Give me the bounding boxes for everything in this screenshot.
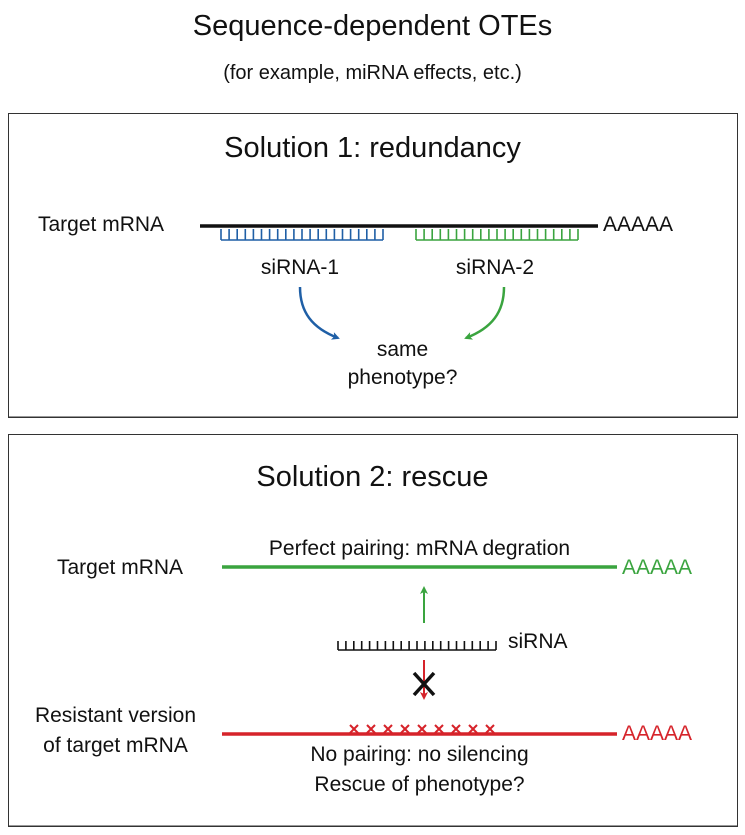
sirna2-to-phenotype-arrow (464, 286, 506, 340)
target-polya-label: AAAAA (622, 556, 693, 579)
figure-title: Sequence-dependent OTEs (192, 10, 553, 42)
blocked-x-icon (412, 671, 436, 697)
solution1-target-mrna-label: Target mRNA (38, 213, 165, 236)
mismatch-x-mark (400, 724, 410, 734)
sirna2-strand (415, 229, 579, 241)
solution1-heading: Solution 1: redundancy (224, 132, 521, 164)
solution1-polya-label: AAAAA (603, 213, 674, 236)
mismatch-x-mark (366, 724, 376, 734)
figure-subtitle: (for example, miRNA effects, etc.) (223, 62, 522, 84)
resistant-version-label-line2: of target mRNA (43, 734, 188, 757)
solution2-panel (8, 434, 738, 827)
perfect-pairing-label: Perfect pairing: mRNA degration (268, 537, 571, 560)
mismatch-x-mark (468, 724, 478, 734)
sirna1-label: siRNA-1 (260, 256, 340, 279)
mismatch-x-mark (417, 724, 427, 734)
mismatch-x-mark (485, 724, 495, 734)
same-phenotype-line1: same (376, 338, 429, 361)
mismatch-x-mark (451, 724, 461, 734)
resistant-version-label-line1: Resistant version (34, 704, 197, 727)
mismatch-marks (349, 724, 495, 734)
solution2-target-mrna-label: Target mRNA (57, 556, 184, 579)
same-phenotype-line2: phenotype? (347, 366, 458, 389)
mismatch-x-mark (383, 724, 393, 734)
sirna2-label: siRNA-2 (455, 256, 535, 279)
sirna1-strand (220, 229, 384, 241)
rescue-phenotype-label: Rescue of phenotype? (314, 773, 525, 796)
mismatch-x-mark (434, 724, 444, 734)
sirna1-to-phenotype-arrow (298, 286, 340, 340)
no-pairing-label: No pairing: no silencing (310, 743, 529, 766)
sirna-label: siRNA (508, 630, 568, 653)
resistant-polya-label: AAAAA (622, 722, 693, 745)
solution2-heading: Solution 2: rescue (256, 461, 489, 493)
solution1-panel (8, 113, 738, 418)
sirna-strand (337, 641, 497, 651)
mismatch-x-mark (349, 724, 359, 734)
